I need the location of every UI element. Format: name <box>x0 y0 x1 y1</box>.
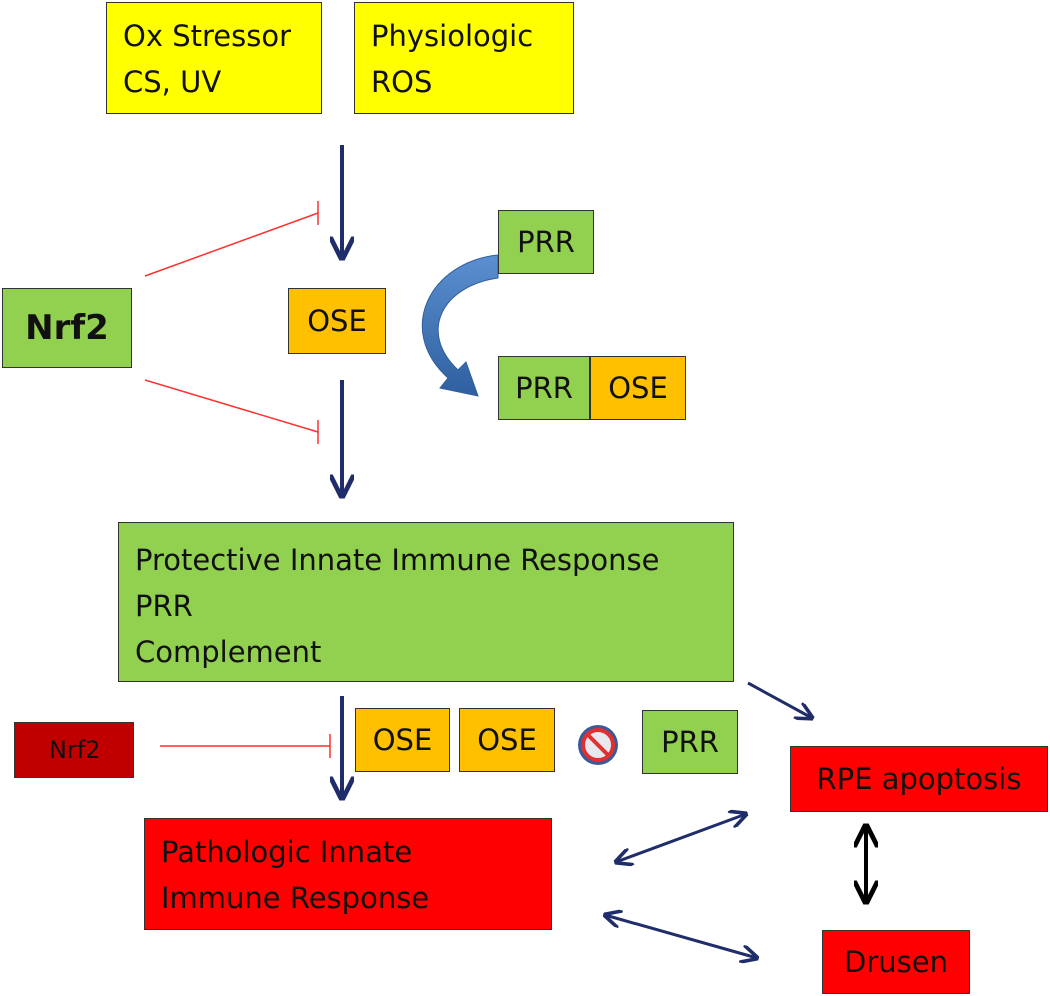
drusen-box: Drusen <box>822 930 970 994</box>
nrf2-inhibition-lower <box>144 379 319 444</box>
protective-line3: Complement <box>135 635 322 669</box>
ose-pair-label: OSE <box>608 371 668 405</box>
nrf2-box: Nrf2 <box>2 288 132 368</box>
pathologic-line2: Immune Response <box>161 881 430 915</box>
ose-box-2: OSE <box>459 708 555 772</box>
rpe-apoptosis-label: RPE apoptosis <box>816 762 1022 796</box>
ose-2-label: OSE <box>477 723 537 757</box>
pathologic-drusen-double-arrow <box>605 915 757 958</box>
prr-blocked-label: PRR <box>661 725 719 759</box>
nrf2-low-label: Nrf2 <box>49 736 101 764</box>
curved-arrow-icon <box>421 254 499 397</box>
protective-line1: Protective Innate Immune Response <box>135 543 660 577</box>
ose-box-1: OSE <box>355 708 450 772</box>
ox-stressor-line1: Ox Stressor <box>123 19 291 53</box>
prr-pair-label: PRR <box>515 371 573 405</box>
nrf2-low-inhibition <box>160 734 331 758</box>
ox-stressor-line2: CS, UV <box>123 65 222 99</box>
protective-response-box: Protective Innate Immune Response PRR Co… <box>118 522 734 682</box>
protective-line2: PRR <box>135 589 193 623</box>
rpe-apoptosis-box: RPE apoptosis <box>790 746 1048 812</box>
ox-stressor-box: Ox Stressor CS, UV <box>106 2 322 114</box>
nrf2-label: Nrf2 <box>25 308 109 348</box>
physiologic-line1: Physiologic <box>371 19 534 53</box>
ose-top-label: OSE <box>307 304 367 338</box>
prr-pair-box: PRR <box>498 356 590 420</box>
nrf2-low-box: Nrf2 <box>14 722 134 778</box>
physiologic-line2: ROS <box>371 65 433 99</box>
pathologic-response-box: Pathologic Innate Immune Response <box>144 818 552 930</box>
pathologic-rpe-double-arrow <box>616 814 746 862</box>
ose-pair-box: OSE <box>590 356 686 420</box>
ose-top-box: OSE <box>288 288 386 354</box>
prr-blocked-box: PRR <box>642 710 738 774</box>
ose-1-label: OSE <box>372 723 433 757</box>
drusen-label: Drusen <box>844 945 948 979</box>
physiologic-box: Physiologic ROS <box>354 2 574 114</box>
prr-top-label: PRR <box>517 225 575 259</box>
nrf2-inhibition-upper <box>144 201 319 277</box>
prr-top-box: PRR <box>498 210 594 274</box>
pathologic-line1: Pathologic Innate <box>161 835 413 869</box>
protective-to-rpe-arrow <box>747 681 812 718</box>
